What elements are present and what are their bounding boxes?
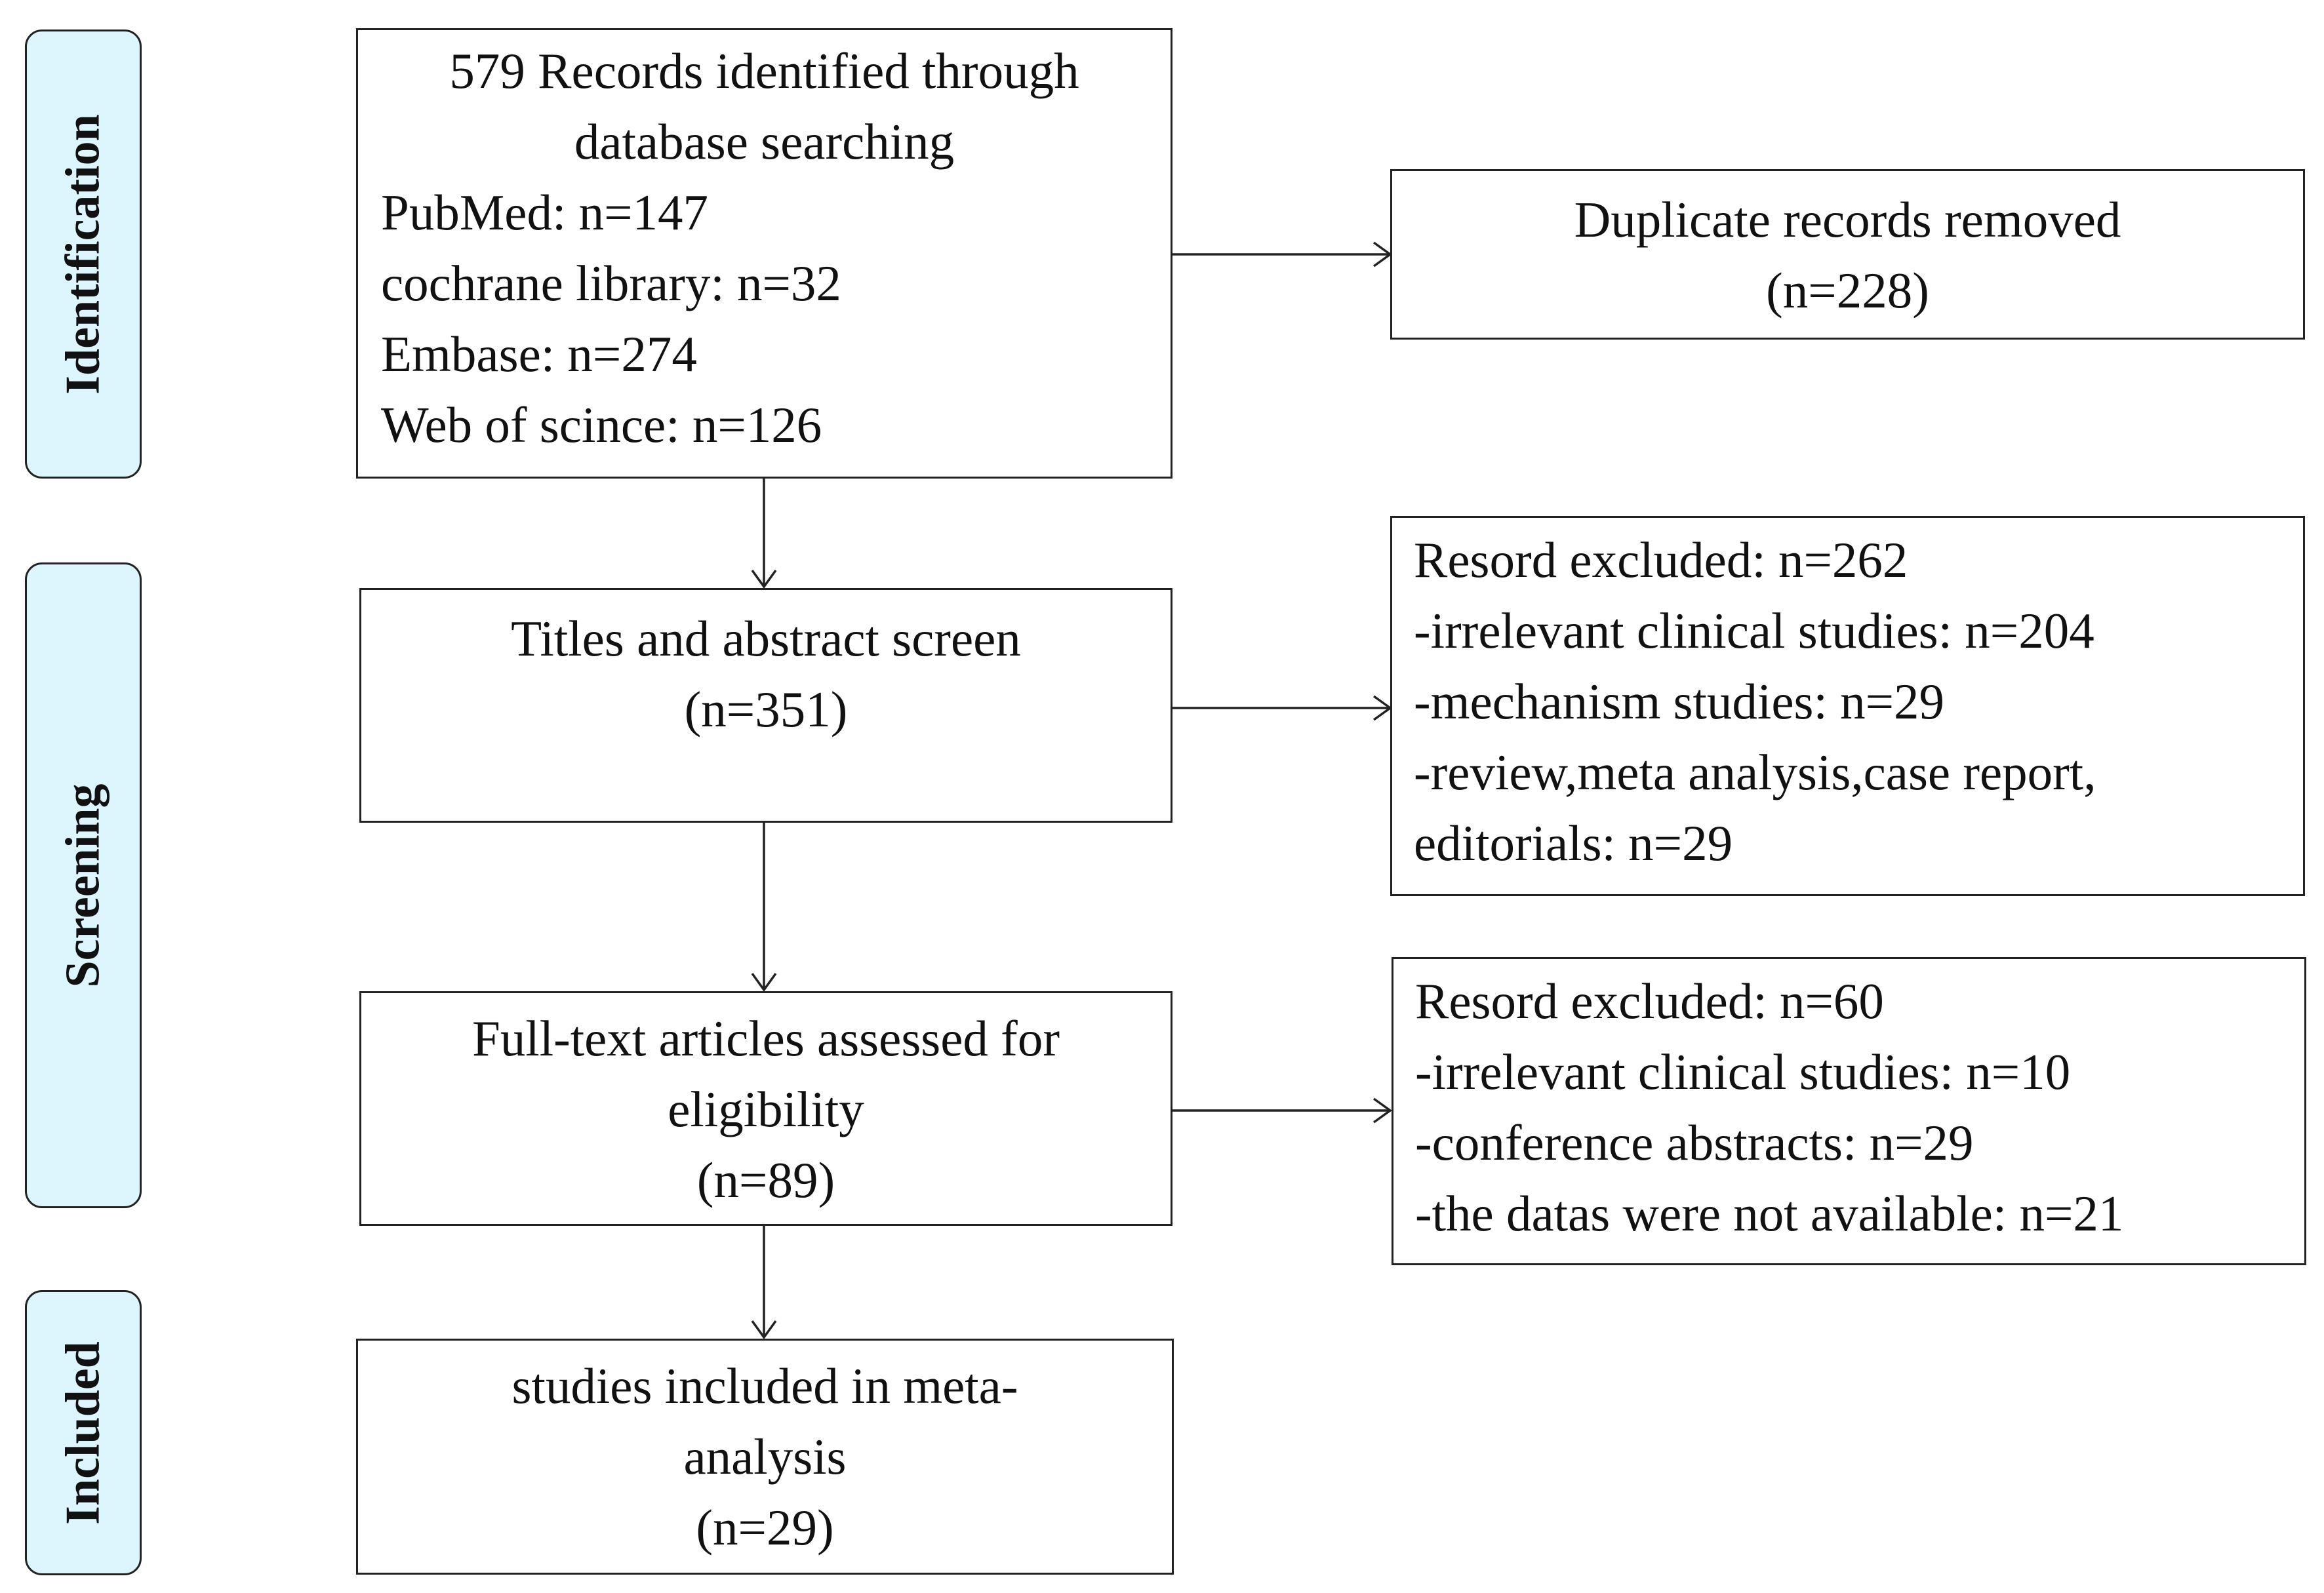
screen-excluded-box: Resord excluded: n=262 -irrelevant clini… [1390, 516, 2305, 896]
box-line: Resord excluded: n=262 [1414, 532, 1908, 588]
duplicates-removed-box: Duplicate records removed (n=228) [1390, 169, 2305, 340]
records-identified-box: 579 Records identified through database … [356, 28, 1172, 479]
box-line: studies included in meta- [511, 1358, 1018, 1414]
box-line: Full-text articles assessed for [472, 1010, 1060, 1067]
box-line: (n=351) [684, 681, 848, 738]
box-line: -irrelevant clinical studies: n=10 [1415, 1044, 2071, 1100]
stage-screening: Screening [25, 562, 142, 1208]
box-line: (n=29) [696, 1499, 834, 1556]
box-line: analysis [683, 1428, 847, 1485]
source-count: Embase: n=274 [381, 326, 697, 382]
box-line: eligibility [668, 1081, 864, 1137]
box-line: -irrelevant clinical studies: n=204 [1414, 602, 2094, 659]
title-abstract-screen-box: Titles and abstract screen (n=351) [359, 588, 1172, 823]
box-line: (n=89) [696, 1152, 835, 1208]
fulltext-excluded-box: Resord excluded: n=60 -irrelevant clinic… [1392, 957, 2306, 1265]
box-line: Titles and abstract screen [511, 610, 1021, 667]
source-count: cochrane library: n=32 [381, 255, 841, 311]
box-line: 579 Records identified through [449, 43, 1079, 99]
stage-identification: Identification [25, 30, 142, 479]
box-line: -review,meta analysis,case report, [1414, 744, 2096, 800]
stage-included: Included [25, 1290, 142, 1575]
box-line: Resord excluded: n=60 [1415, 973, 1884, 1029]
box-line: database searching [574, 113, 955, 170]
box-line: (n=228) [1766, 262, 1929, 319]
source-count: Web of scince: n=126 [381, 397, 822, 453]
studies-included-box: studies included in meta- analysis (n=29… [356, 1339, 1174, 1575]
box-line: editorials: n=29 [1414, 815, 1733, 871]
box-line: Duplicate records removed [1574, 191, 2121, 248]
source-count: PubMed: n=147 [381, 184, 709, 241]
box-line: -conference abstracts: n=29 [1415, 1114, 1974, 1171]
box-line: -the datas were not available: n=21 [1415, 1185, 2124, 1242]
box-line: -mechanism studies: n=29 [1414, 673, 1945, 730]
fulltext-assessed-box: Full-text articles assessed for eligibil… [359, 991, 1172, 1226]
